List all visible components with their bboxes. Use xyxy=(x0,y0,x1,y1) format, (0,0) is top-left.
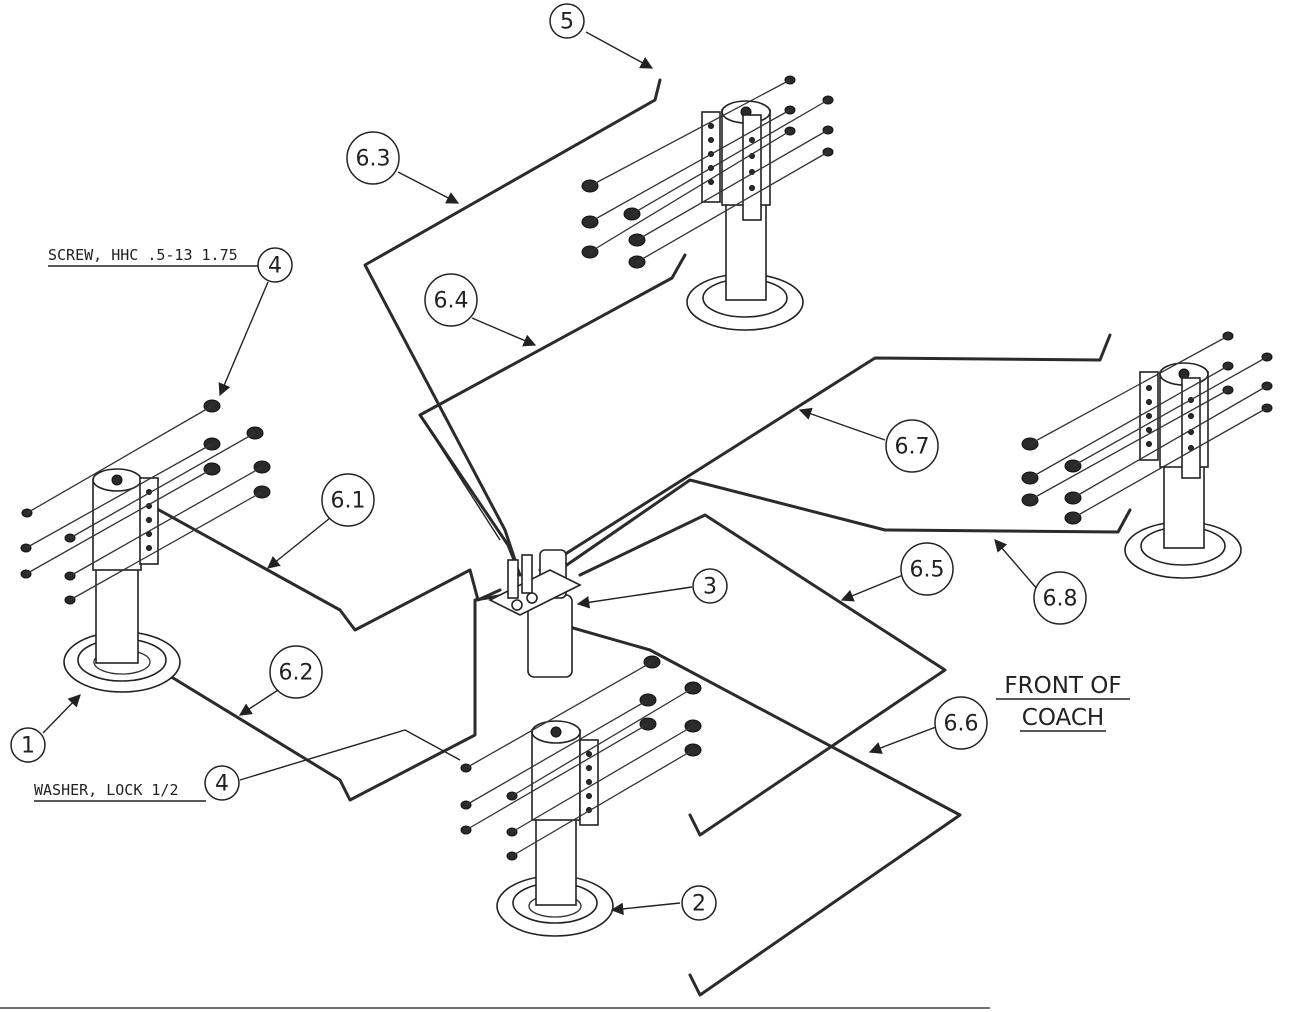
callout-4-washer: 4 xyxy=(204,765,240,801)
svg-text:6.7: 6.7 xyxy=(895,435,930,460)
svg-text:3: 3 xyxy=(703,575,717,600)
line-6-1 xyxy=(148,503,502,632)
svg-text:6.4: 6.4 xyxy=(434,289,469,314)
bracket-holes-right xyxy=(1146,385,1194,451)
screws-right xyxy=(1021,437,1082,525)
svg-text:4: 4 xyxy=(215,772,229,797)
line-6-7 xyxy=(538,333,1112,572)
svg-text:WASHER, LOCK 1/2: WASHER, LOCK 1/2 xyxy=(34,781,179,799)
washers-rear xyxy=(784,75,834,157)
svg-text:FRONT OF: FRONT OF xyxy=(1004,673,1121,699)
line-6-8 xyxy=(543,478,1132,582)
washers-right xyxy=(1222,331,1273,413)
bolt-lines-right xyxy=(1029,335,1268,519)
jack-right xyxy=(1021,331,1273,579)
callout-1: 1 xyxy=(10,727,46,763)
bracket-holes-front xyxy=(586,751,592,813)
line-6-4-ref xyxy=(419,414,501,541)
jack-front xyxy=(460,655,702,937)
bolt-lines-front xyxy=(465,661,694,857)
jack-rear xyxy=(581,75,834,331)
callout-leaders xyxy=(42,31,1039,916)
callout-6-8: 6.8 xyxy=(1033,571,1087,625)
svg-text:6.3: 6.3 xyxy=(356,147,391,172)
callout-6-7: 6.7 xyxy=(885,419,939,473)
svg-text:2: 2 xyxy=(692,892,706,917)
svg-text:6.1: 6.1 xyxy=(331,489,366,514)
washers-left xyxy=(20,508,76,605)
line-6-3 xyxy=(363,78,662,562)
svg-text:5: 5 xyxy=(560,10,574,35)
svg-text:4: 4 xyxy=(268,254,282,279)
callout-5: 5 xyxy=(549,3,585,39)
line-6-6 xyxy=(543,618,962,997)
svg-text:COACH: COACH xyxy=(1022,705,1104,731)
svg-text:SCREW, HHC .5-13 1.75: SCREW, HHC .5-13 1.75 xyxy=(48,246,238,264)
callout-4-screw: 4 xyxy=(257,247,293,283)
callout-2: 2 xyxy=(681,885,717,921)
svg-text:6.8: 6.8 xyxy=(1043,587,1078,612)
line-6-5 xyxy=(578,513,947,837)
callout-6-5: 6.5 xyxy=(900,542,954,596)
svg-text:6.2: 6.2 xyxy=(279,661,314,686)
callout-6-1: 6.1 xyxy=(321,473,375,527)
hydraulic-lines xyxy=(148,78,1132,997)
jack-left xyxy=(20,399,271,693)
bolt-lines-rear xyxy=(589,79,829,263)
hydraulic-pump xyxy=(488,549,582,678)
callout-6-4: 6.4 xyxy=(424,273,478,327)
svg-text:6.6: 6.6 xyxy=(944,712,979,737)
bolt-lines-left xyxy=(25,405,263,601)
callout-3: 3 xyxy=(692,568,728,604)
callout-6-3: 6.3 xyxy=(346,131,400,185)
screw-note: SCREW, HHC .5-13 1.75 xyxy=(48,246,258,267)
washer-leader xyxy=(239,729,461,781)
line-6-2 xyxy=(158,593,507,802)
front-of-coach-label: FRONT OF COACH xyxy=(996,673,1130,732)
callout-6-2: 6.2 xyxy=(269,645,323,699)
svg-text:6.5: 6.5 xyxy=(910,558,945,583)
washers-front xyxy=(460,763,518,861)
screws-left xyxy=(203,399,271,499)
washer-note: WASHER, LOCK 1/2 xyxy=(34,781,206,802)
callout-6-6: 6.6 xyxy=(934,696,988,750)
svg-text:1: 1 xyxy=(21,734,35,759)
